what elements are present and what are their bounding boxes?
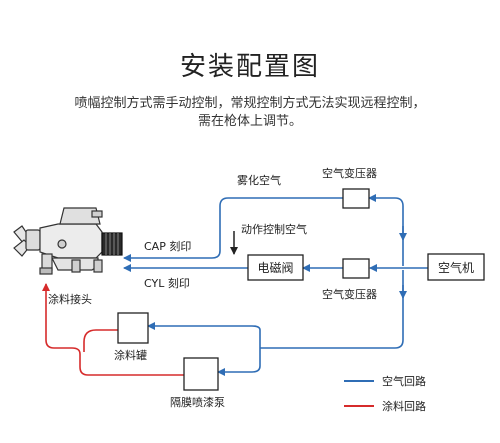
legend: 空气回路 涂料回路 xyxy=(344,374,426,413)
regulator-bottom-label: 空气变压器 xyxy=(322,287,377,301)
solenoid-valve-box xyxy=(247,254,304,281)
air-circuit xyxy=(123,194,428,376)
spray-gun-illustration xyxy=(13,207,123,275)
air-regulator-bottom-box xyxy=(342,258,370,279)
air-regulator-top-box xyxy=(342,188,370,209)
paint-circuit xyxy=(42,283,184,376)
atomizing-air-label: 雾化空气 xyxy=(237,173,281,187)
cyl-mark-label: CYL 刻印 xyxy=(144,276,190,290)
air-compressor-label: 空气机 xyxy=(438,260,474,275)
description-line-1: 喷幅控制方式需手动控制，常规控制方式无法实现远程控制， xyxy=(74,96,426,111)
description-line-2: 需在枪体上调节。 xyxy=(197,114,302,129)
air-compressor-box xyxy=(427,253,485,281)
solenoid-valve-label: 电磁阀 xyxy=(257,260,293,275)
paint-tank-box xyxy=(117,312,149,344)
legend-paint-label: 涂料回路 xyxy=(382,399,426,413)
diaphragm-pump-label: 隔膜喷漆泵 xyxy=(170,396,225,409)
paint-connector-label: 涂料接头 xyxy=(48,292,92,306)
cap-mark-label: CAP 刻印 xyxy=(144,239,191,253)
page-title: 安装配置图 xyxy=(179,52,320,82)
regulator-top-label: 空气变压器 xyxy=(322,166,377,180)
legend-air-label: 空气回路 xyxy=(382,374,426,388)
paint-tank-label: 涂料罐 xyxy=(114,348,147,362)
diaphragm-pump-box xyxy=(183,357,219,391)
action-control-air-label: 动作控制空气 xyxy=(241,222,307,236)
